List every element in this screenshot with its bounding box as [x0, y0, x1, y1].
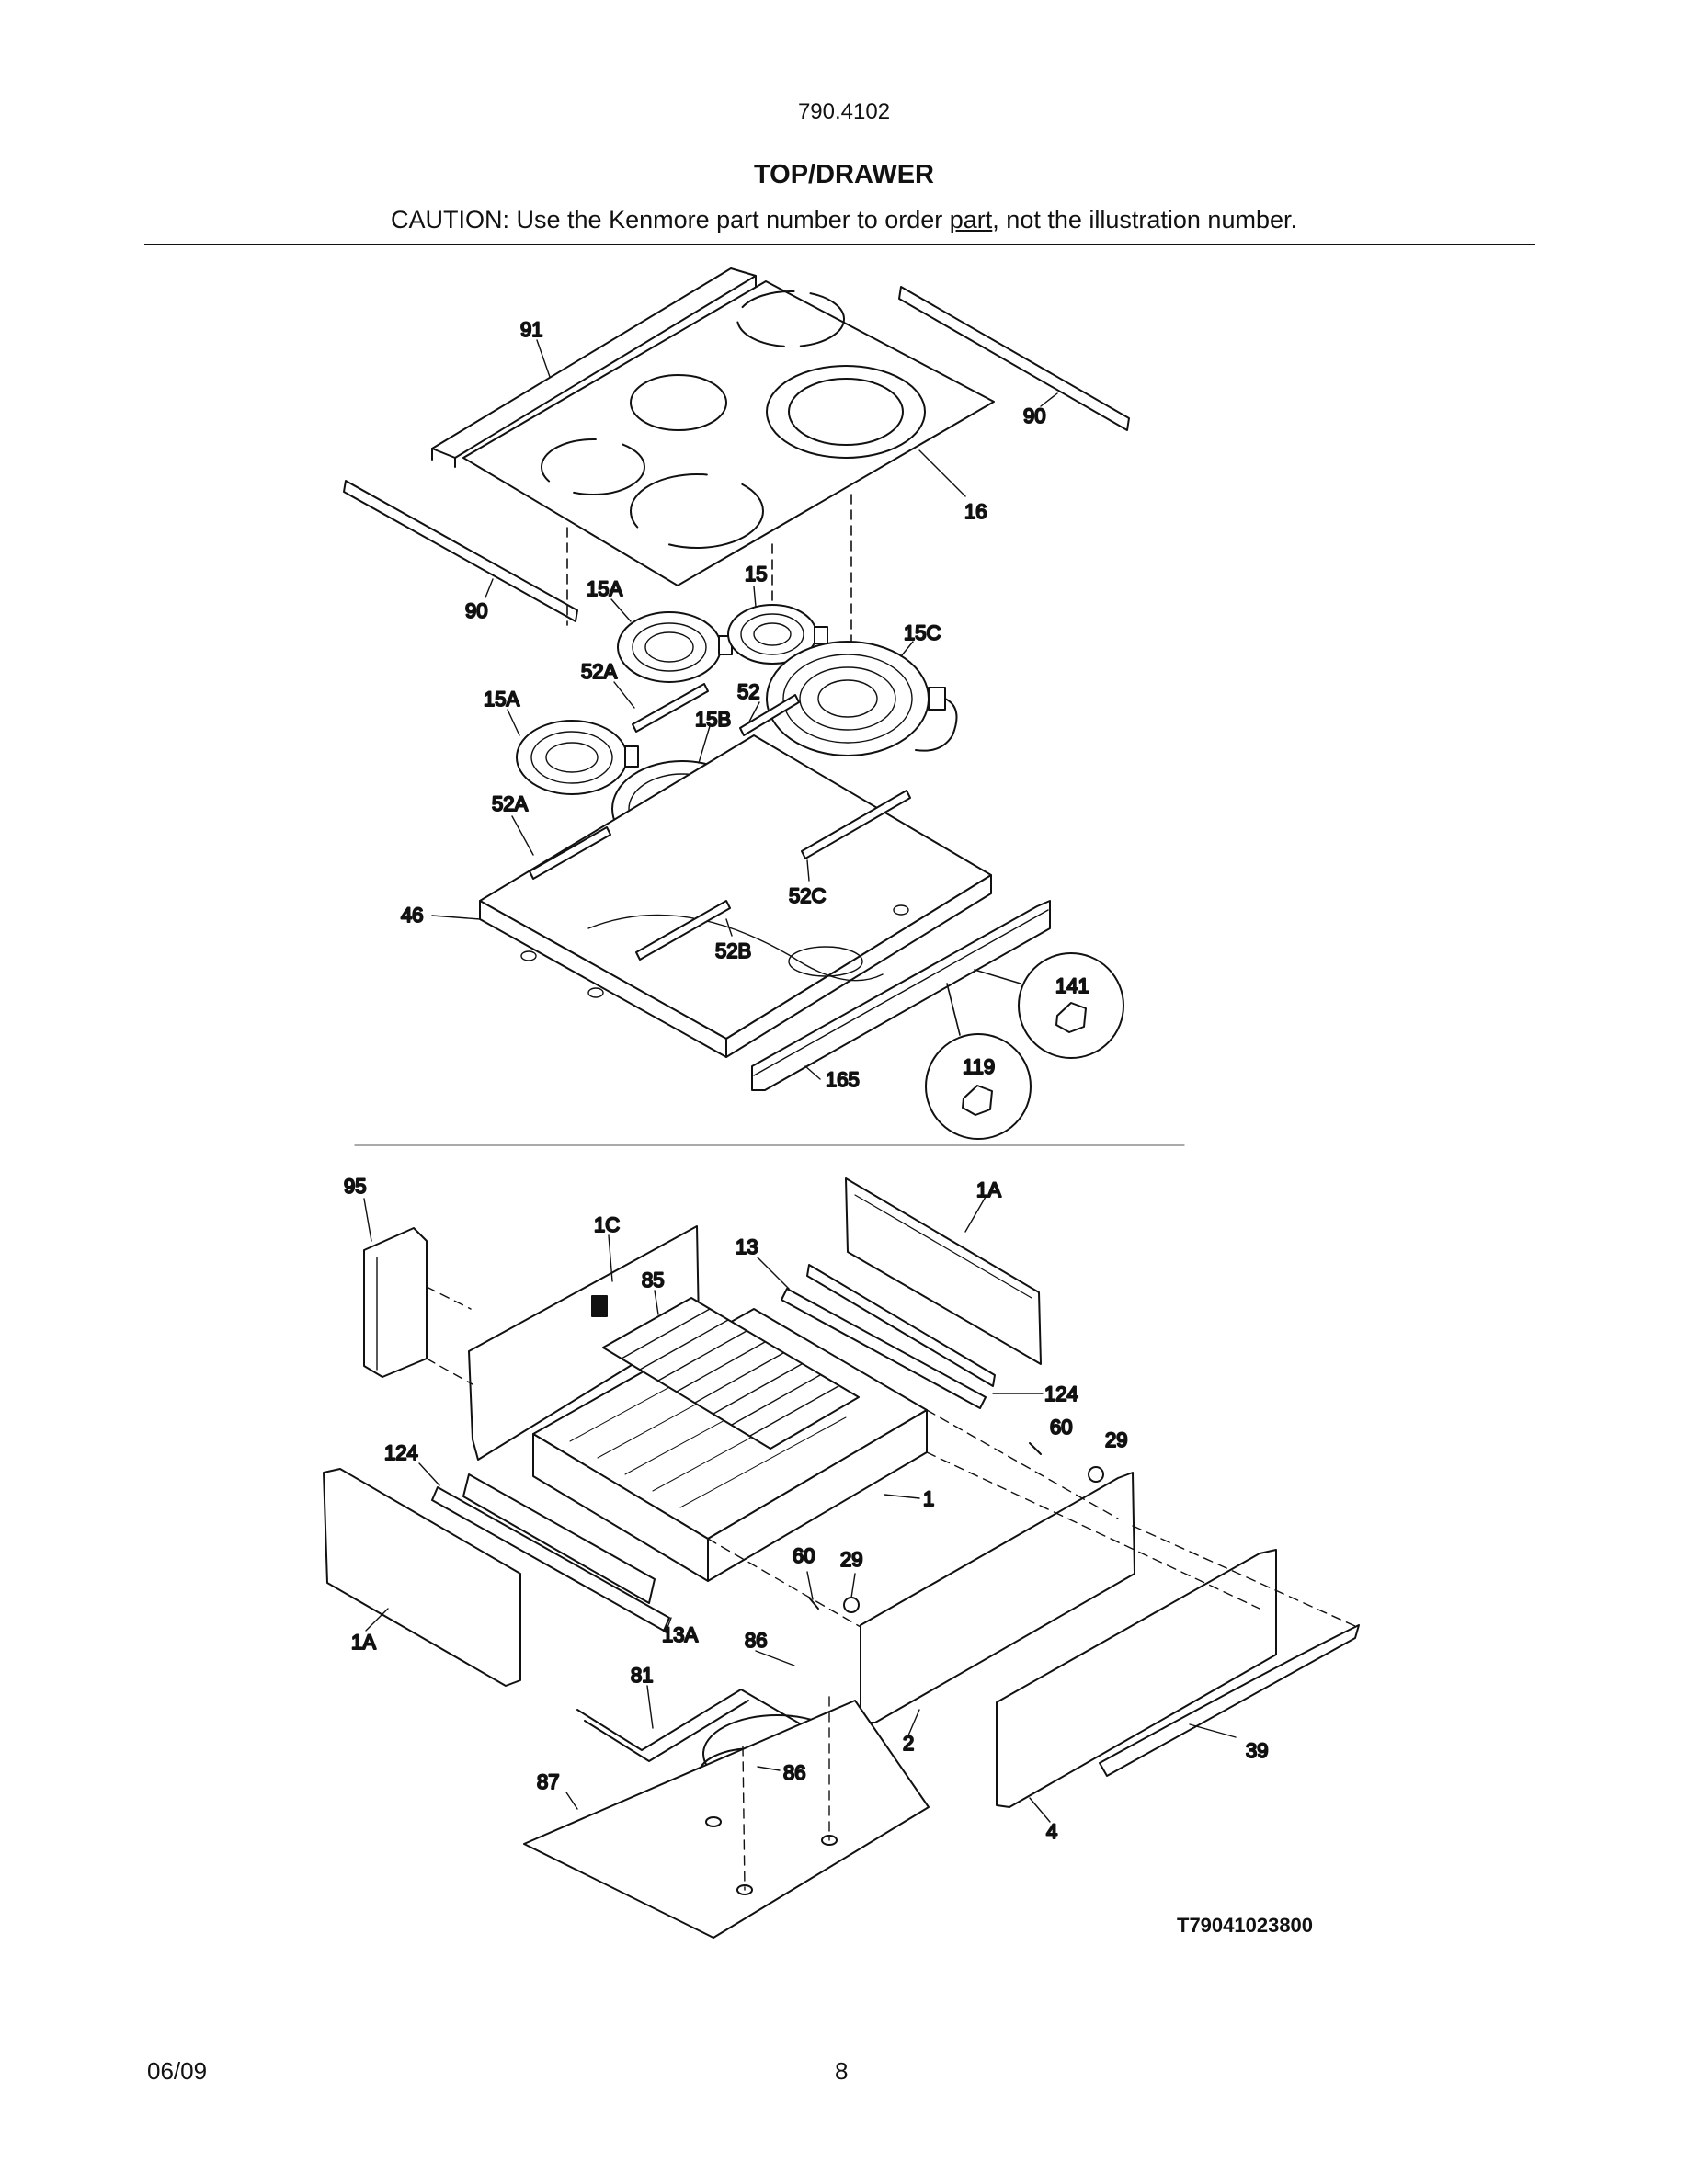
model-number: 790.4102	[797, 99, 891, 124]
callout-119: 119	[963, 1055, 995, 1078]
mounting-brackets	[529, 683, 911, 961]
bottom-leader-lines	[363, 1196, 1237, 1823]
callout-1a-right: 1A	[976, 1178, 1001, 1201]
oven-rack-85	[602, 1297, 860, 1450]
caution-text-start: CAUTION: Use the Kenmore part number to …	[391, 206, 950, 233]
callout-90-left: 90	[465, 599, 487, 622]
burner-15	[727, 604, 828, 665]
side-trim-90-left	[343, 480, 578, 622]
callout-52c: 52C	[789, 884, 826, 907]
bottom-panel-87	[523, 1700, 930, 1939]
burner-15a-rear	[617, 611, 733, 683]
callout-86-top: 86	[745, 1629, 767, 1652]
callout-87: 87	[537, 1770, 559, 1793]
callout-165: 165	[826, 1068, 860, 1091]
drawing-id: T79041023800	[1177, 1914, 1314, 1937]
burner-15a-front	[516, 720, 639, 795]
callout-90-right: 90	[1023, 404, 1045, 427]
side-trim-90-right	[898, 286, 1130, 431]
control-bracket-165	[751, 900, 1051, 1091]
top-leader-lines	[431, 339, 1058, 1080]
callout-16: 16	[964, 500, 987, 523]
page-number: 8	[835, 2057, 849, 2085]
callout-52b: 52B	[715, 939, 751, 962]
callout-52: 52	[737, 680, 759, 703]
callout-15: 15	[745, 563, 767, 586]
callout-85: 85	[642, 1268, 664, 1291]
callout-91: 91	[520, 318, 542, 341]
slide-rail-13	[781, 1264, 996, 1409]
callout-13a: 13A	[662, 1623, 698, 1646]
callout-141: 141	[1055, 974, 1089, 997]
drawer-section: 95 1C 1A 13 85 124 60 29 124 1 60 29 1A …	[323, 1174, 1360, 1939]
callout-60-left: 60	[793, 1544, 815, 1567]
footer-date: 06/09	[147, 2057, 208, 2085]
assembly-lines	[426, 1286, 1358, 1891]
callout-46: 46	[401, 904, 423, 927]
callout-95: 95	[344, 1175, 366, 1198]
drawer-panel-4	[996, 1549, 1277, 1808]
caution-note: CAUTION: Use the Kenmore part number to …	[0, 206, 1688, 234]
callout-52a-rear: 52A	[581, 660, 617, 683]
callout-15a-rear: 15A	[587, 577, 622, 600]
detail-circle-141	[1018, 952, 1124, 1059]
callout-13: 13	[736, 1235, 758, 1258]
burner-box-46	[479, 734, 992, 1058]
callout-29-left: 29	[840, 1548, 862, 1571]
side-panel-1a-left	[323, 1468, 521, 1687]
callout-124-right: 124	[1044, 1382, 1078, 1405]
callout-39: 39	[1246, 1739, 1268, 1762]
callout-15c: 15C	[904, 621, 941, 644]
caution-text-end: , not the illustration number.	[992, 206, 1297, 233]
callout-52a-front: 52A	[492, 792, 528, 815]
slide-rail-13a	[431, 1473, 670, 1632]
vent-95	[363, 1227, 428, 1378]
drawer-handle-39	[1099, 1624, 1360, 1777]
side-panel-1c	[468, 1225, 700, 1461]
callout-1: 1	[923, 1487, 934, 1510]
callout-124-left: 124	[384, 1441, 418, 1464]
glass-cooktop	[462, 280, 995, 586]
callout-60-right: 60	[1050, 1416, 1072, 1439]
cooktop-section: 91 90 16 90 15A 15 15C 52A 52 15A 15B 52…	[343, 267, 1130, 1140]
fasteners	[808, 1442, 1104, 1613]
callout-2: 2	[903, 1732, 914, 1755]
callout-1a-left: 1A	[351, 1631, 376, 1654]
callout-15b: 15B	[695, 708, 731, 731]
caution-underlined-word: part	[949, 206, 993, 233]
page-title: TOP/DRAWER	[753, 160, 935, 189]
callout-81: 81	[631, 1664, 653, 1687]
side-panel-1a-right	[845, 1177, 1042, 1365]
callout-15a-front: 15A	[484, 688, 519, 711]
switch-141-icon	[1055, 1002, 1087, 1033]
callout-86-bottom: 86	[783, 1761, 805, 1784]
callout-4: 4	[1046, 1820, 1057, 1843]
switch-119-icon	[962, 1085, 993, 1116]
burner-15c	[766, 641, 958, 756]
header-rule	[144, 244, 1535, 245]
callout-29-right: 29	[1105, 1428, 1127, 1451]
rear-trim-91	[431, 267, 757, 468]
callout-1c: 1C	[594, 1213, 620, 1236]
drawer-front-2	[860, 1472, 1135, 1723]
